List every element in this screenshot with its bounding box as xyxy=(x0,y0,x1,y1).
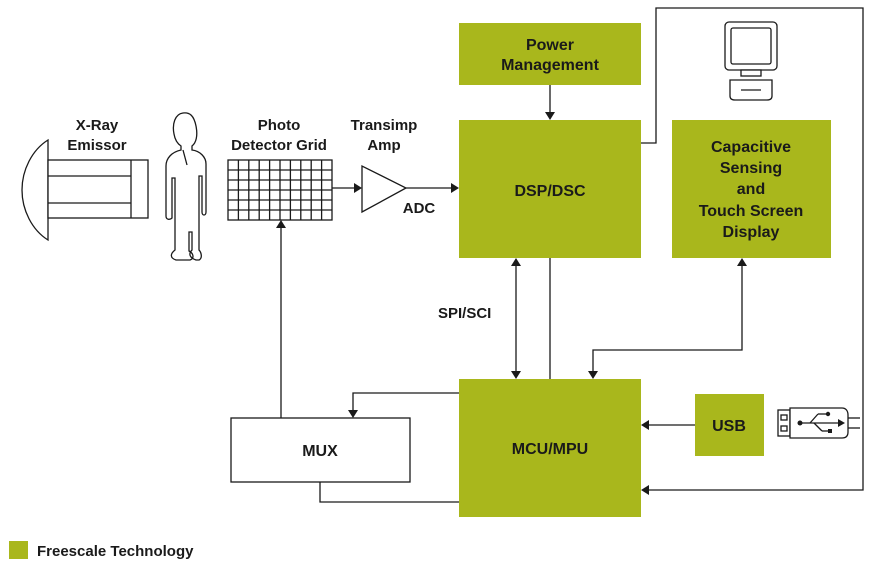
photo-detector-label-2: Detector Grid xyxy=(231,137,327,154)
power-management-block: Power Management xyxy=(459,23,641,85)
xray-emitter-icon xyxy=(21,138,149,242)
spi-sci-label: SPI/SCI xyxy=(438,305,491,322)
capacitive-label-1: Capacitive xyxy=(711,139,791,156)
usb-label: USB xyxy=(712,418,746,435)
usb-block: USB xyxy=(695,394,764,456)
transimp-label-1: Transimp xyxy=(351,117,418,134)
mcu-mpu-label: MCU/MPU xyxy=(512,441,588,458)
capacitive-label-2: Sensing xyxy=(720,160,782,177)
mux-label: MUX xyxy=(302,443,338,460)
capacitive-label-3: and xyxy=(737,181,765,198)
person-icon xyxy=(165,112,207,261)
legend: Freescale Technology xyxy=(9,541,194,560)
capacitive-label-5: Display xyxy=(723,224,780,241)
power-management-label-2: Management xyxy=(501,57,599,74)
capacitive-label-4: Touch Screen xyxy=(699,203,804,220)
legend-label: Freescale Technology xyxy=(37,543,194,560)
touch-screen-monitor-icon xyxy=(724,21,778,101)
dsp-dsc-block: DSP/DSC xyxy=(459,120,641,258)
photo-detector-grid-icon xyxy=(227,159,333,221)
xray-label-1: X-Ray xyxy=(76,117,119,134)
dsp-dsc-label: DSP/DSC xyxy=(514,183,586,200)
legend-swatch xyxy=(9,541,28,559)
transimp-label-2: Amp xyxy=(367,137,400,154)
power-management-label-1: Power xyxy=(526,37,574,54)
capacitive-touch-block: Capacitive Sensing and Touch Screen Disp… xyxy=(672,120,831,258)
adc-label: ADC xyxy=(403,200,436,217)
usb-plug-icon xyxy=(777,407,860,439)
xray-label-2: Emissor xyxy=(67,137,126,154)
mux-block: MUX xyxy=(230,417,411,483)
transimp-amp-icon xyxy=(361,164,408,214)
mcu-mpu-block: MCU/MPU xyxy=(459,379,641,517)
photo-detector-label-1: Photo xyxy=(258,117,301,134)
